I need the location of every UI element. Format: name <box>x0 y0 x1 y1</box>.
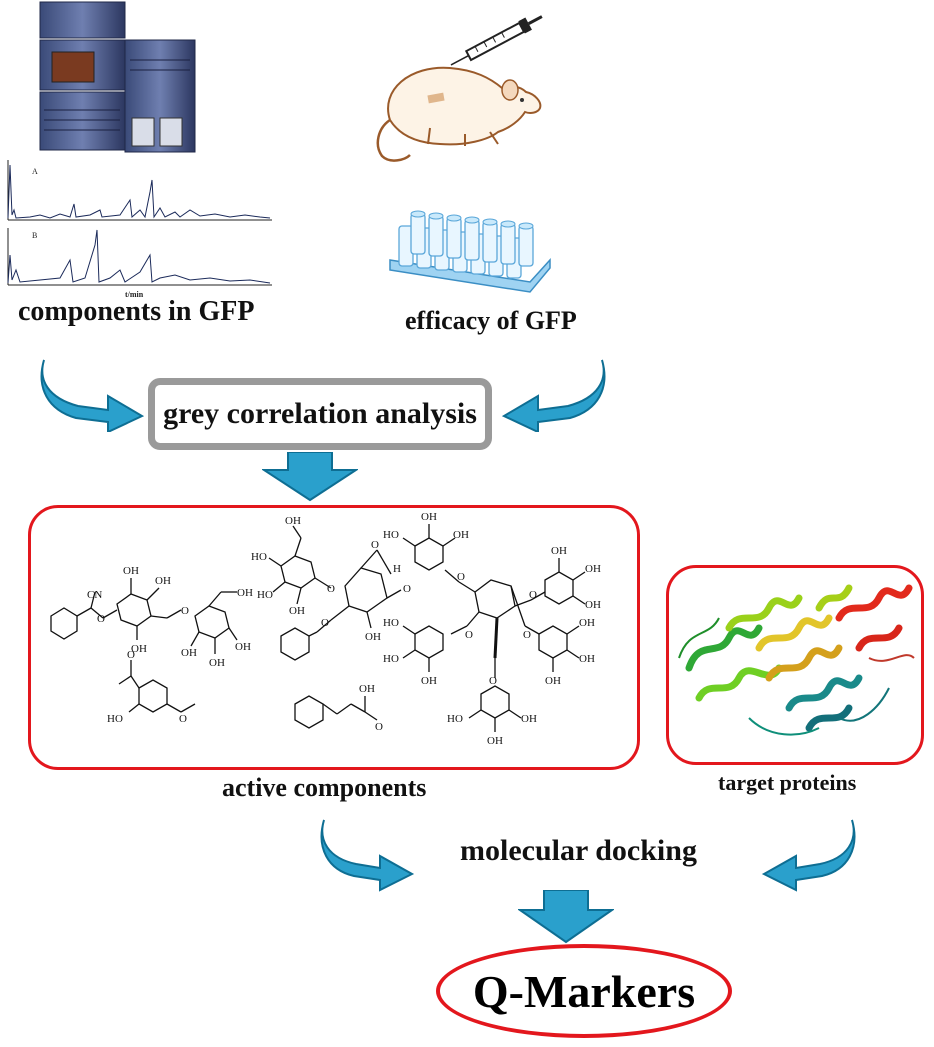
chem-label: OH <box>579 617 595 629</box>
chem-label: HO <box>383 529 399 541</box>
chem-label: O <box>457 571 465 583</box>
components-label: components in GFP <box>18 296 255 327</box>
curved-arrow-right-icon <box>501 359 606 432</box>
rat-with-syringe-icon <box>376 15 543 162</box>
chem-label: HO <box>383 617 399 629</box>
chem-label: OH <box>421 675 437 687</box>
active-components-box: CN OH OH O OH O OH OH OH OH OH HO HO OH … <box>28 505 640 770</box>
chem-label: O <box>97 613 105 625</box>
chem-label: O <box>465 629 473 641</box>
tube-rack-icon <box>389 210 551 293</box>
chem-label: OH <box>235 641 251 653</box>
chem-label: HO <box>447 713 463 725</box>
chem-label: O <box>489 675 497 687</box>
chem-label: OH <box>365 631 381 643</box>
q-markers-label: Q-Markers <box>472 965 696 1017</box>
trace-a-label: A <box>32 167 38 176</box>
chemical-structures-figure: CN OH OH O OH O OH OH OH OH OH HO HO OH … <box>50 511 601 747</box>
chem-label: OH <box>237 587 253 599</box>
chem-label: O <box>371 539 379 551</box>
chem-label: HO <box>251 551 267 563</box>
x-axis-label: t/min <box>125 290 144 299</box>
chem-label: CN <box>87 589 102 601</box>
chem-label: O <box>529 589 537 601</box>
chem-label: O <box>181 605 189 617</box>
chromatogram-figure: A B t/min <box>7 160 272 299</box>
chem-label: O <box>321 617 329 629</box>
target-proteins-label: target proteins <box>718 770 857 795</box>
chem-label: OH <box>453 529 469 541</box>
chem-label: OH <box>209 657 225 669</box>
chem-label: O <box>403 583 411 595</box>
down-arrow-icon <box>262 452 358 502</box>
chem-label: OH <box>421 511 437 523</box>
chem-label: OH <box>585 563 601 575</box>
chem-label: OH <box>285 515 301 527</box>
chem-label: OH <box>551 545 567 557</box>
chem-label: HO <box>257 589 273 601</box>
chem-label: OH <box>545 675 561 687</box>
chem-label: HO <box>107 713 123 725</box>
curved-arrow-left-icon <box>40 359 145 432</box>
down-arrow-icon <box>518 890 614 944</box>
hplc-instrument-icon <box>39 1 196 153</box>
grey-correlation-box: grey correlation analysis <box>148 378 492 450</box>
active-components-label: active components <box>222 773 427 802</box>
grey-correlation-label: grey correlation analysis <box>163 397 477 430</box>
chem-label: OH <box>123 565 139 577</box>
chem-label: O <box>127 649 135 661</box>
chem-label: OH <box>289 605 305 617</box>
chem-label: OH <box>181 647 197 659</box>
chem-label: OH <box>579 653 595 665</box>
chem-label: O <box>523 629 531 641</box>
chem-label: HO <box>383 653 399 665</box>
chem-label: OH <box>487 735 503 747</box>
target-proteins-box <box>666 565 924 765</box>
chem-label: O <box>327 583 335 595</box>
molecular-docking-label: molecular docking <box>460 834 697 867</box>
curved-arrow-left-docking-icon <box>320 819 415 892</box>
q-markers-ellipse: Q-Markers <box>436 944 732 1038</box>
chem-label: OH <box>155 575 171 587</box>
chem-label: OH <box>521 713 537 725</box>
chem-label: OH <box>131 643 147 655</box>
chem-label: OH <box>359 683 375 695</box>
curved-arrow-right-docking-icon <box>761 819 856 892</box>
protein-structure-figure <box>678 584 915 736</box>
chem-label: O <box>179 713 187 725</box>
chem-label: O <box>375 721 383 733</box>
efficacy-label: efficacy of GFP <box>405 306 577 335</box>
trace-b-label: B <box>32 231 37 240</box>
chem-label: OH <box>585 599 601 611</box>
chem-label: H <box>393 563 401 575</box>
